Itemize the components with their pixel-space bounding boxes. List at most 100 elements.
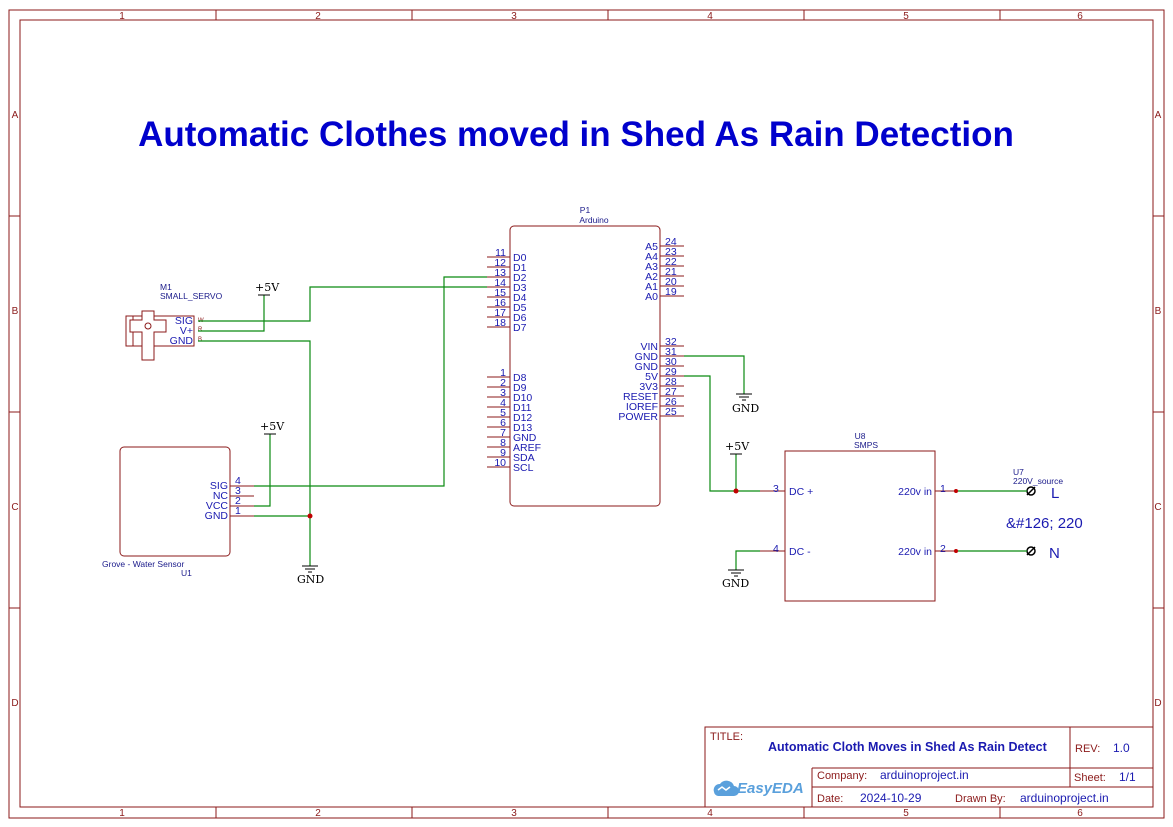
- gnd-symbol-left: GND: [297, 565, 324, 586]
- sensor-pin-sig: SIG: [210, 480, 228, 492]
- grid-col-top-5: 5: [903, 11, 909, 22]
- arduino-pin-name: POWER: [618, 411, 658, 423]
- svg-text:GND: GND: [297, 573, 324, 586]
- sheet-value: 1/1: [1119, 770, 1136, 784]
- arduino-pin-number: 5: [500, 407, 506, 419]
- arduino-pin-number: 18: [494, 317, 506, 329]
- grid-col-top-1: 1: [119, 11, 125, 22]
- arduino-pin-name: D10: [513, 392, 532, 404]
- source-neutral-label: N: [1049, 545, 1060, 562]
- smps-pin-dc-plus: DC +: [789, 486, 813, 498]
- grid-row-right-b: B: [1155, 306, 1162, 317]
- arduino-pin-name: D1: [513, 262, 527, 274]
- arduino-pin-name: SCL: [513, 462, 534, 474]
- arduino-pin-name: A4: [645, 251, 658, 263]
- servo-pin-num-r: R: [198, 327, 203, 333]
- sensor-pin-vcc: VCC: [206, 500, 229, 512]
- arduino-pin-name: 3V3: [639, 381, 658, 393]
- arduino-pin-name: A1: [645, 281, 658, 293]
- arduino-pin-number: 14: [494, 277, 506, 289]
- servo-name: SMALL_SERVO: [160, 291, 223, 301]
- wires: [198, 276, 1027, 570]
- arduino-pin-name: D8: [513, 372, 527, 384]
- sensor-pin-num-1: 1: [235, 505, 241, 517]
- sensor-pin-lines: [230, 485, 254, 517]
- rev-value: 1.0: [1113, 741, 1130, 755]
- arduino-pin-name: VIN: [640, 341, 658, 353]
- arduino-pin-name: 5V: [645, 371, 658, 383]
- smps-pin-num-1: 1: [940, 483, 946, 495]
- date-label: Date:: [817, 793, 843, 805]
- grid-col-bottom-6: 6: [1077, 808, 1083, 819]
- terminal-l-symbol: [1026, 486, 1036, 496]
- sensor-pin-nc: NC: [213, 490, 229, 502]
- smps-name: SMPS: [854, 440, 878, 450]
- date-value: 2024-10-29: [860, 791, 922, 805]
- arduino-pin-name: A0: [645, 291, 658, 303]
- arduino-pin-name: D0: [513, 252, 527, 264]
- servo-pin-num-b: B: [198, 337, 202, 343]
- svg-text:GND: GND: [732, 402, 759, 415]
- source-name: 220V_source: [1013, 476, 1063, 486]
- easyeda-logo-text: EasyEDA: [737, 780, 804, 797]
- grid-col-bottom-5: 5: [903, 808, 909, 819]
- arduino-pin-name: D9: [513, 382, 527, 394]
- company-value: arduinoproject.in: [880, 768, 969, 782]
- svg-text:+5V: +5V: [260, 420, 285, 433]
- arduino-pin-number: 2: [500, 377, 506, 389]
- svg-text:+5V: +5V: [725, 440, 750, 453]
- grid-col-bottom-4: 4: [707, 808, 713, 819]
- servo-pin-gnd: GND: [170, 335, 194, 347]
- arduino-pin-number: 17: [494, 307, 506, 319]
- arduino-pin-name: GND: [635, 361, 659, 373]
- arduino-pin-name: GND: [635, 351, 659, 363]
- sheet-label: Sheet:: [1074, 772, 1106, 784]
- grid-col-bottom-1: 1: [119, 808, 125, 819]
- svg-text:+5V: +5V: [255, 281, 280, 294]
- junction-dot: [307, 513, 313, 519]
- water-sensor-body: [119, 446, 231, 557]
- servo-pin-vplus: V+: [180, 325, 193, 337]
- arduino-pin-number: 19: [665, 286, 677, 298]
- grid-col-bottom-2: 2: [315, 808, 321, 819]
- arduino-pin-number: 27: [665, 386, 677, 398]
- arduino-pin-name: D2: [513, 272, 527, 284]
- svg-text:GND: GND: [722, 577, 749, 590]
- servo-ref: M1: [160, 282, 172, 292]
- arduino-pin-name: GND: [513, 432, 537, 444]
- smps-body: [784, 450, 936, 602]
- arduino-pin-number: 24: [665, 236, 677, 248]
- sensor-pin-gnd: GND: [205, 510, 229, 522]
- junction-dot: [733, 488, 739, 494]
- arduino-pin-name: D7: [513, 322, 527, 334]
- arduino-pin-number: 16: [494, 297, 506, 309]
- arduino-pin-number: 13: [494, 267, 506, 279]
- outer-frame: [8, 9, 1165, 819]
- smps-pin-dc-minus: DC -: [789, 546, 811, 558]
- arduino-pin-name: D6: [513, 312, 527, 324]
- company-label: Company:: [817, 770, 867, 782]
- arduino-pin-number: 10: [494, 457, 506, 469]
- arduino-pin-name: AREF: [513, 442, 541, 454]
- smps-pin-num-2: 2: [940, 543, 946, 555]
- grid-row-right-c: C: [1154, 502, 1161, 513]
- sensor-pin-num-4: 4: [235, 475, 241, 487]
- vcc-symbol-servo: +5V: [255, 281, 280, 296]
- arduino-pin-number: 29: [665, 366, 677, 378]
- arduino-name: Arduino: [579, 215, 609, 225]
- grid-row-left-a: A: [12, 110, 19, 121]
- arduino-pin-number: 1: [500, 367, 506, 379]
- rev-label: REV:: [1075, 743, 1100, 755]
- arduino-ref: P1: [580, 205, 591, 215]
- arduino-pin-name: D11: [513, 402, 532, 414]
- arduino-pin-number: 4: [500, 397, 506, 409]
- water-sensor-ref: U1: [181, 568, 192, 578]
- grid-row-right-a: A: [1155, 110, 1162, 121]
- source-line-label: L: [1051, 485, 1059, 502]
- arduino-pin-number: 15: [494, 287, 506, 299]
- gnd-symbol-arduino: GND: [732, 393, 759, 415]
- arduino-pin-name: D5: [513, 302, 527, 314]
- arduino-pin-number: 21: [665, 266, 677, 278]
